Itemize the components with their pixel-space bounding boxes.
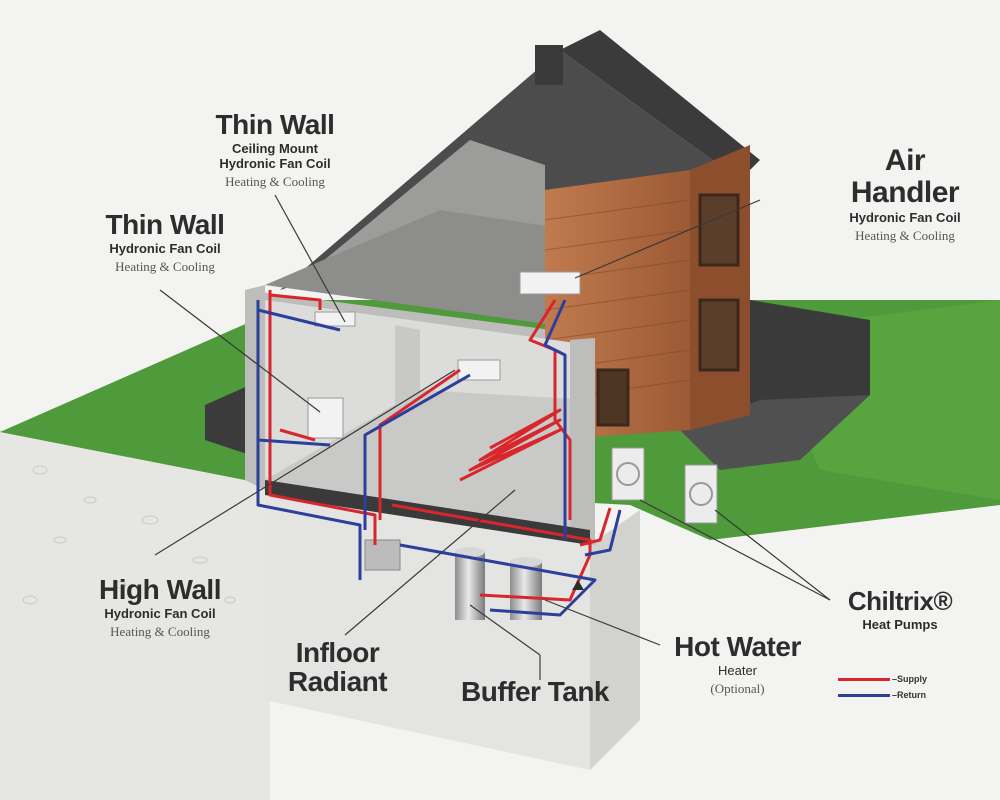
legend-return: –Return — [838, 690, 926, 700]
label-title: Handler — [850, 175, 960, 209]
label-line: Hydronic Fan Coil — [109, 241, 221, 257]
label-note: Heating & Cooling — [115, 259, 215, 275]
legend-return-label: –Return — [892, 690, 927, 700]
left-wall-cut — [245, 285, 265, 490]
legend-supply-swatch — [838, 677, 890, 681]
heat-pump-1-fan — [616, 462, 640, 486]
label-note: Heating & Cooling — [110, 624, 210, 640]
foundation-front — [265, 490, 590, 770]
label-title: Hot Water — [674, 631, 801, 662]
label-title: Buffer Tank — [461, 676, 610, 707]
label-note: (Optional) — [710, 681, 765, 697]
label-infloor-radiant: Infloor Radiant — [270, 638, 405, 697]
thin-wall-unit — [307, 397, 344, 439]
label-title: Chiltrix® — [847, 586, 953, 616]
label-title: Thin Wall — [215, 109, 335, 140]
roof-ridge-face — [560, 30, 760, 180]
window-upper — [698, 193, 740, 267]
wood-facade-side — [690, 145, 750, 430]
label-note: Heating & Cooling — [225, 173, 325, 189]
gravel-ground — [0, 430, 270, 800]
flow-arrow — [572, 580, 584, 590]
patio-wall-left — [205, 385, 250, 455]
label-title: Radiant — [287, 666, 388, 698]
legend-supply: –Supply — [838, 674, 927, 684]
label-line: Hydronic Fan Coil — [849, 210, 961, 225]
label-line: Heater — [717, 663, 758, 679]
label-air-handler: Air Handler Hydronic Fan Coil Heating & … — [830, 145, 980, 242]
label-buffer-tank: Buffer Tank — [440, 676, 630, 707]
label-note: Heating & Cooling — [855, 227, 955, 243]
label-hot-water: Hot Water Heater (Optional) — [660, 632, 815, 696]
label-title: Thin Wall — [105, 209, 225, 240]
legend-return-swatch — [838, 693, 890, 697]
leader-lines — [154, 194, 831, 680]
label-line: Hydronic Fan Coil — [219, 156, 331, 172]
label-line: Ceiling Mount — [232, 141, 318, 157]
gravel-texture — [22, 465, 236, 605]
air-handler-unit — [519, 271, 581, 295]
foundation-side — [590, 510, 640, 770]
label-title: High Wall — [98, 574, 222, 605]
window-front — [596, 368, 630, 427]
hot-water-heater-top — [510, 557, 542, 567]
label-thin-wall-ceiling: Thin Wall Ceiling Mount Hydronic Fan Coi… — [210, 110, 340, 188]
label-high-wall: High Wall Hydronic Fan Coil Heating & Co… — [85, 575, 235, 639]
label-title: Infloor — [295, 637, 380, 668]
label-line: Hydronic Fan Coil — [104, 606, 216, 622]
label-chiltrix: Chiltrix® Heat Pumps — [835, 586, 965, 633]
right-wall-cut — [570, 338, 595, 545]
thin-wall-ceiling-unit — [314, 311, 356, 327]
buffer-tank — [455, 552, 485, 620]
buffer-tank-top — [455, 547, 485, 557]
label-line: Heat Pumps — [862, 617, 938, 633]
legend-supply-label: –Supply — [892, 674, 928, 684]
label-title: Air — [884, 144, 926, 177]
heat-pump-2-fan — [689, 482, 713, 506]
room-floor — [265, 390, 590, 540]
return-piping — [256, 299, 622, 617]
manifold — [364, 539, 401, 571]
window-lower — [698, 298, 740, 372]
chimney — [535, 45, 563, 85]
label-thin-wall: Thin Wall Hydronic Fan Coil Heating & Co… — [95, 210, 235, 274]
